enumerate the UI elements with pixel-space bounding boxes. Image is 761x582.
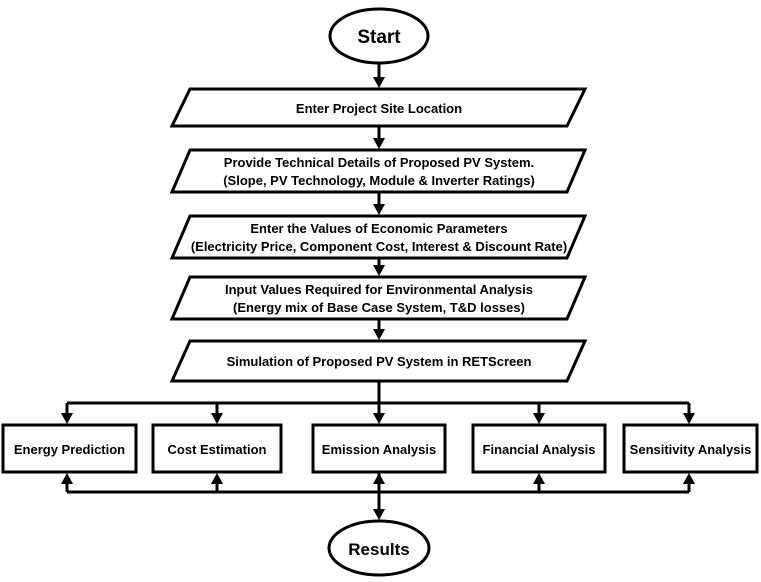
step-3-parallelogram: Enter the Values of Economic Parameters …	[169, 214, 588, 260]
analysis-label: Financial Analysis	[483, 442, 596, 457]
step-3-line-2: (Electricity Price, Component Cost, Inte…	[191, 239, 567, 254]
connectors	[61, 63, 695, 520]
analysis-box-emission-analysis: Emission Analysis	[311, 423, 447, 474]
step-2-line-1: Provide Technical Details of Proposed PV…	[224, 155, 534, 170]
step-4-parallelogram: Input Values Required for Environmental …	[169, 275, 588, 321]
step-3-line-1: Enter the Values of Economic Parameters	[250, 221, 507, 236]
analysis-label: Energy Prediction	[14, 442, 125, 457]
step-2-parallelogram: Provide Technical Details of Proposed PV…	[169, 148, 588, 194]
results-terminator: Results	[327, 519, 431, 577]
analysis-box-cost-estimation: Cost Estimation	[151, 423, 283, 474]
start-terminator: Start	[328, 7, 430, 65]
analysis-label: Sensitivity Analysis	[630, 442, 752, 457]
analysis-label: Cost Estimation	[168, 442, 267, 457]
step-5-line-1: Simulation of Proposed PV System in RETS…	[227, 354, 532, 369]
step-1-parallelogram: Enter Project Site Location	[169, 87, 588, 128]
analysis-box-financial-analysis: Financial Analysis	[471, 423, 607, 474]
analysis-label: Emission Analysis	[322, 442, 436, 457]
results-label: Results	[348, 540, 409, 559]
step-1-line-1: Enter Project Site Location	[296, 101, 462, 116]
step-5-parallelogram: Simulation of Proposed PV System in RETS…	[169, 339, 588, 383]
analysis-box-sensitivity-analysis: Sensitivity Analysis	[622, 423, 759, 474]
step-2-line-2: (Slope, PV Technology, Module & Inverter…	[223, 173, 535, 188]
start-label: Start	[357, 27, 401, 48]
step-4-line-2: (Energy mix of Base Case System, T&D los…	[233, 300, 525, 315]
step-4-line-1: Input Values Required for Environmental …	[225, 282, 533, 297]
analysis-box-energy-prediction: Energy Prediction	[1, 423, 138, 474]
